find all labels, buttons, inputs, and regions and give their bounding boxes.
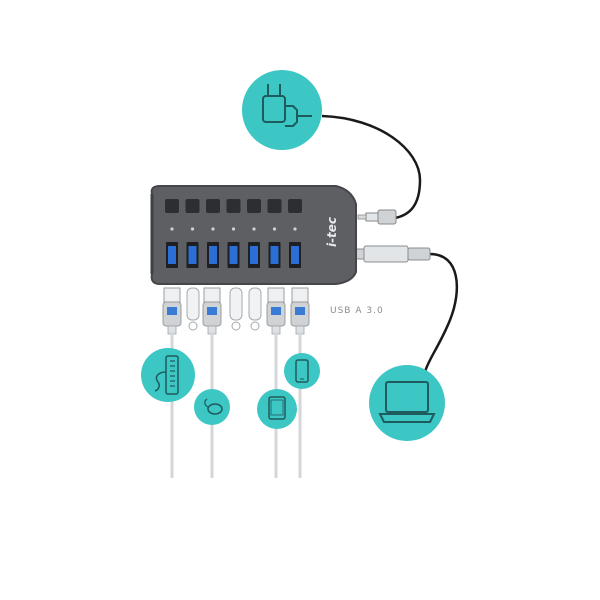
usb-port-tongue (229, 246, 238, 264)
usb-port-tongue (291, 246, 299, 264)
usb-port-tongue (270, 246, 279, 264)
usb-upstream-cable (423, 252, 459, 373)
usb-ss-mark (167, 307, 177, 315)
usb-ss-mark (207, 307, 217, 315)
port-led (272, 227, 277, 231)
port-power-button (226, 199, 241, 213)
port-led (293, 227, 297, 231)
usb-port-tongue (209, 246, 217, 264)
port-led (252, 227, 256, 231)
port-dust-cap-loop (231, 321, 241, 331)
laptop-icon (369, 365, 445, 441)
port-led (231, 227, 236, 231)
port-dust-cap (186, 287, 200, 321)
port-dust-cap (229, 287, 243, 321)
port-power-button (288, 199, 302, 213)
usb-hub: i-tec (150, 185, 357, 285)
port-dust-cap (248, 287, 262, 321)
power-plug (357, 209, 397, 225)
port-power-button (185, 199, 200, 213)
port-led (211, 227, 215, 231)
port-led (190, 227, 195, 231)
port-power-button (247, 199, 261, 213)
usb-port-tongue (188, 246, 197, 264)
usb-ports (166, 242, 301, 268)
usb-a-plug-metal (163, 287, 181, 303)
port-dust-cap-loop (188, 321, 198, 331)
brand-logo: i-tec (325, 217, 339, 247)
tablet-icon (257, 389, 297, 429)
port-power-button (206, 199, 220, 213)
port-dust-cap-loop (250, 321, 260, 331)
keyboard-icon (141, 348, 195, 402)
power-adapter-icon (242, 70, 322, 150)
usb-port-tongue (168, 246, 176, 264)
usb-a-plug-metal (267, 287, 285, 303)
port-power-buttons (165, 199, 302, 213)
usb-a-plug-metal (291, 287, 309, 303)
usb-a-plugs (162, 287, 310, 335)
usb-caption: USB A 3.0 (330, 306, 384, 316)
port-leds (170, 227, 297, 231)
port-power-button (165, 199, 179, 213)
usb-ss-mark (295, 307, 305, 315)
port-led (170, 227, 174, 231)
port-power-button (267, 199, 282, 213)
usb-port-tongue (250, 246, 258, 264)
mouse-icon (194, 389, 230, 425)
usb-a-plug-metal (203, 287, 221, 303)
usb-b-plug (351, 245, 431, 263)
usb-ss-mark (271, 307, 281, 315)
smartphone-icon (284, 353, 320, 389)
power-cable (321, 114, 422, 220)
